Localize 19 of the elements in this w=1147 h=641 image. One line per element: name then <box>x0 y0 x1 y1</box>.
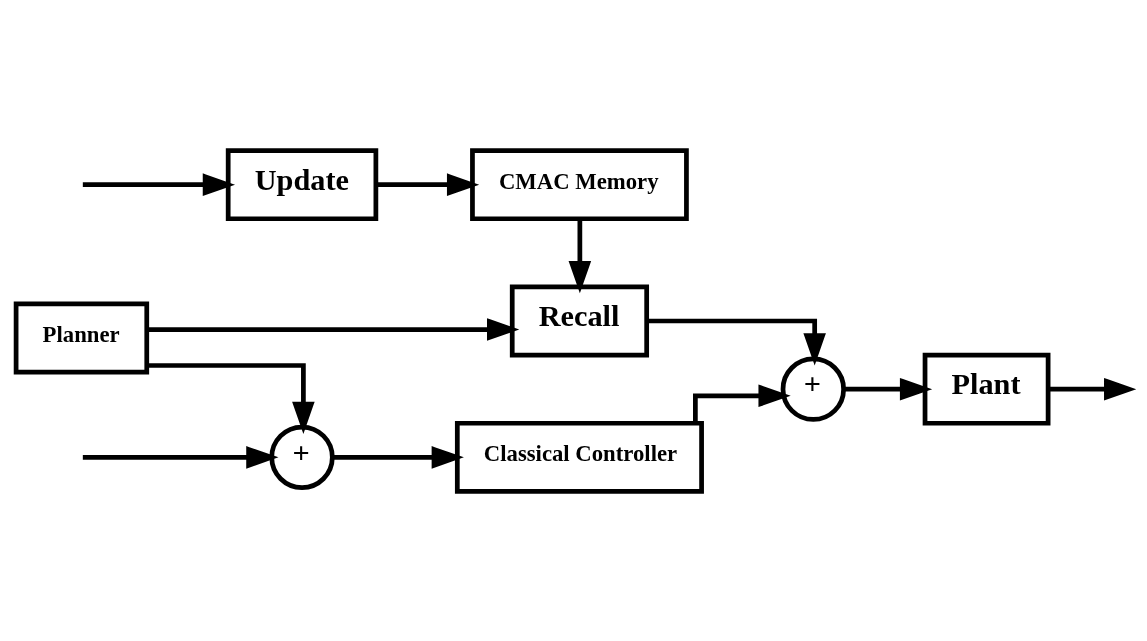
arrow <box>646 318 826 365</box>
node-box: Recall <box>509 284 650 357</box>
arrow <box>693 384 791 423</box>
arrow <box>376 172 480 196</box>
arrow <box>332 445 464 469</box>
node-box: Update <box>225 147 379 221</box>
node-circle: + <box>780 356 846 422</box>
arrow <box>568 218 592 293</box>
node-box: Classical Controller <box>454 420 704 494</box>
node-circle: + <box>269 424 335 490</box>
arrow <box>147 317 520 341</box>
arrow <box>844 377 933 400</box>
arrow <box>146 362 315 434</box>
node-box: CMAC Memory <box>470 147 689 221</box>
arrow <box>82 445 279 469</box>
node-box: Plant <box>922 352 1051 426</box>
node-box: Planner <box>13 301 150 374</box>
arrow <box>82 172 235 196</box>
arrow <box>1048 377 1137 400</box>
